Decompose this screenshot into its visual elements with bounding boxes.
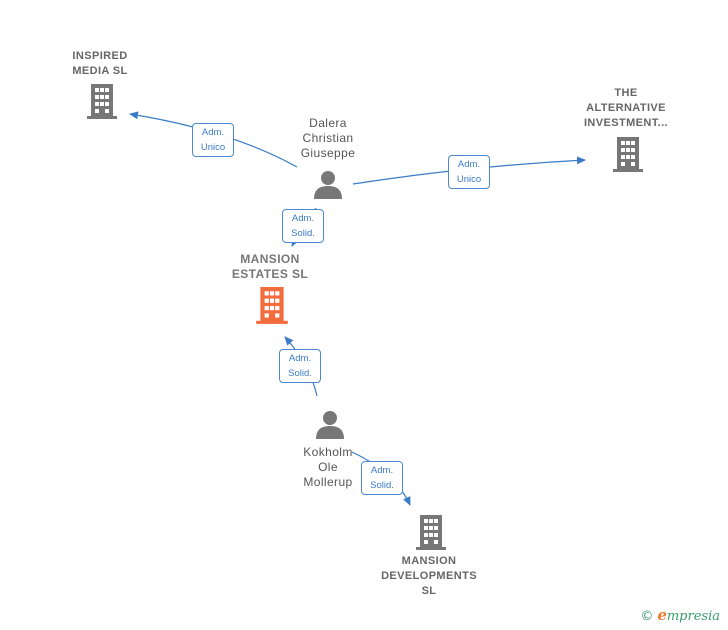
node-label-inspired-media[interactable]: INSPIRED MEDIA SL (40, 49, 160, 79)
label-line: Christian (302, 131, 354, 145)
node-label-kokholm[interactable]: Kokholm Ole Mollerup (268, 445, 388, 490)
copyright-symbol: © (640, 609, 654, 624)
role-line: Solid. (288, 368, 312, 379)
brand-name: mpresia (666, 609, 720, 624)
building-icon[interactable] (612, 137, 644, 173)
building-icon[interactable] (415, 515, 447, 551)
label-line: Dalera (309, 116, 347, 130)
role-line: Adm. (288, 353, 312, 364)
role-line: Adm. (201, 127, 225, 138)
label-line: THE (614, 87, 638, 99)
node-label-dalera[interactable]: Dalera Christian Giuseppe (268, 116, 388, 161)
building-icon-focus[interactable] (255, 287, 289, 325)
role-line: Adm. (291, 213, 315, 224)
role-badge[interactable]: Adm. Unico (192, 123, 234, 157)
label-line: INSPIRED (72, 50, 128, 62)
label-line: Kokholm (303, 445, 353, 459)
person-icon[interactable] (313, 170, 343, 200)
label-line: Giuseppe (300, 146, 356, 160)
empresia-logo[interactable]: ©empresia (640, 606, 720, 624)
label-line: Mollerup (303, 475, 353, 489)
node-label-mansion-developments[interactable]: MANSION DEVELOPMENTS SL (368, 554, 490, 599)
node-label-alternative-investment[interactable]: THE ALTERNATIVE INVESTMENT... (566, 86, 686, 131)
brand-initial: e (657, 606, 667, 624)
building-icon[interactable] (86, 84, 118, 120)
role-line: Solid. (370, 480, 394, 491)
role-line: Unico (456, 174, 482, 185)
role-line: Solid. (291, 228, 315, 239)
label-line: SL (421, 585, 437, 597)
role-badge[interactable]: Adm. Solid. (279, 349, 321, 383)
label-line: ALTERNATIVE (586, 102, 666, 114)
role-line: Adm. (457, 159, 481, 170)
label-line: DEVELOPMENTS (381, 570, 477, 582)
role-line: Adm. (370, 465, 394, 476)
label-line: ESTATES SL (231, 267, 309, 281)
label-line: MANSION (240, 252, 300, 266)
role-badge[interactable]: Adm. Solid. (361, 461, 403, 495)
node-label-mansion-estates[interactable]: MANSION ESTATES SL (210, 252, 330, 282)
label-line: MEDIA SL (72, 65, 128, 77)
role-badge[interactable]: Adm. Unico (448, 155, 490, 189)
role-badge[interactable]: Adm. Solid. (282, 209, 324, 243)
label-line: Ole (318, 460, 338, 474)
label-line: INVESTMENT... (583, 117, 669, 129)
person-icon[interactable] (315, 410, 345, 440)
role-line: Unico (200, 142, 226, 153)
label-line: MANSION (401, 555, 457, 567)
